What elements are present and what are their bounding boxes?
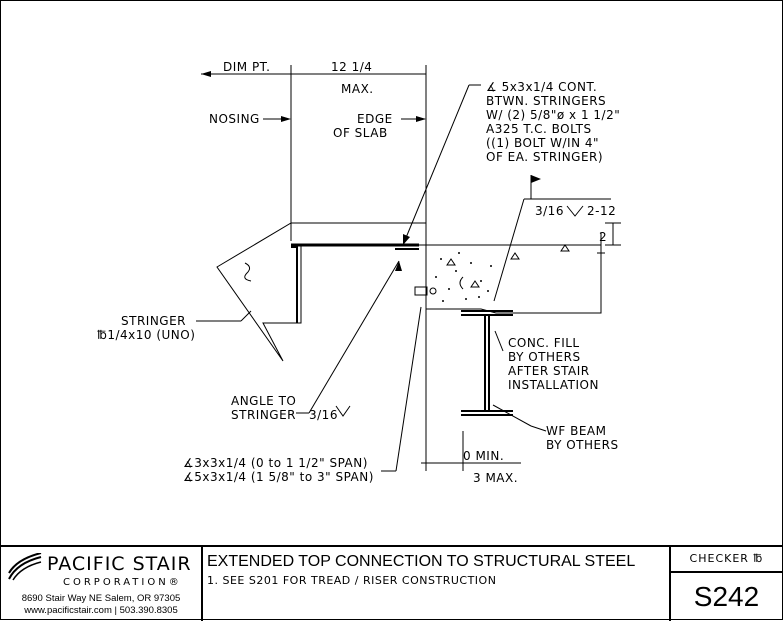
company-contact: www.pacificstair.com | 503.390.8305 bbox=[24, 605, 178, 616]
angle-note-line-6: OF EA. STRINGER) bbox=[486, 150, 603, 164]
company-logo-icon bbox=[8, 553, 42, 581]
checker-label: CHECKER ℔ bbox=[671, 547, 782, 573]
company-address: 8690 Stair Way NE Salem, OR 97305 bbox=[21, 593, 181, 604]
angle-note-line-5: ((1) BOLT W/IN 4" bbox=[486, 136, 599, 150]
wf-beam bbox=[461, 310, 513, 416]
label-of-slab: OF SLAB bbox=[333, 126, 388, 140]
label-wf-beam: WF BEAM bbox=[546, 424, 606, 438]
weld-size-top: 3/16 bbox=[535, 204, 564, 218]
label-dim-12: 12 1/4 bbox=[331, 60, 372, 74]
drawing-title: EXTENDED TOP CONNECTION TO STRUCTURAL ST… bbox=[207, 553, 636, 570]
conc-note-line-1: CONC. FILL bbox=[508, 336, 580, 350]
conc-note-line-4: INSTALLATION bbox=[508, 378, 599, 392]
angle-note-line-2: BTWN. STRINGERS bbox=[486, 94, 606, 108]
angle-span-small: ∡3x3x1/4 (0 to 1 1/2" SPAN) bbox=[183, 456, 368, 470]
label-wf-by-others: BY OTHERS bbox=[546, 438, 619, 452]
company-logo-cell: PACIFIC STAIR CORPORATION® 8690 Stair Wa… bbox=[1, 547, 203, 621]
label-max: MAX. bbox=[341, 82, 374, 96]
weld-length-top: 2-12 bbox=[587, 204, 616, 218]
label-angle-to-stringer: STRINGER bbox=[231, 408, 296, 422]
conc-note-line-3: AFTER STAIR bbox=[508, 364, 590, 378]
label-nosing: NOSING bbox=[209, 112, 260, 126]
label-min: 0 MIN. bbox=[463, 449, 504, 463]
angle-section bbox=[291, 246, 298, 323]
label-dim-point: DIM PT. bbox=[223, 60, 270, 74]
angle-note-line-4: A325 T.C. BOLTS bbox=[486, 122, 592, 136]
label-three-max: 3 MAX. bbox=[473, 471, 518, 485]
angle-span-large: ∡5x3x1/4 (1 5/8" to 3" SPAN) bbox=[183, 470, 374, 484]
company-corporation: CORPORATION® bbox=[63, 577, 182, 588]
conc-note-line-2: BY OTHERS bbox=[508, 350, 581, 364]
detail-drawing: DIM PT. 12 1/4 MAX. NOSING EDGE OF SLAB … bbox=[97, 60, 621, 485]
bolt bbox=[414, 286, 428, 296]
label-stringer: STRINGER bbox=[121, 314, 186, 328]
sheet-info-cell: CHECKER ℔ S242 bbox=[671, 547, 782, 621]
company-name: PACIFIC STAIR bbox=[47, 553, 192, 575]
label-stringer-size: ℔1/4x10 (UNO) bbox=[97, 328, 195, 342]
concrete-stipple bbox=[435, 244, 570, 302]
angle-note-line-1: ∡ 5x3x1/4 CONT. bbox=[486, 80, 597, 94]
label-angle-to: ANGLE TO bbox=[231, 394, 296, 408]
drawing-title-cell: EXTENDED TOP CONNECTION TO STRUCTURAL ST… bbox=[203, 547, 671, 621]
weld-size-angle: 3/16 bbox=[309, 408, 338, 422]
label-edge: EDGE bbox=[357, 112, 393, 126]
slab-depth-dim: 2 bbox=[599, 230, 607, 244]
title-block: PACIFIC STAIR CORPORATION® 8690 Stair Wa… bbox=[1, 545, 782, 621]
sheet-number: S242 bbox=[693, 581, 760, 612]
drawing-note: 1. SEE S201 FOR TREAD / RISER CONSTRUCTI… bbox=[207, 574, 497, 587]
angle-note-line-3: W/ (2) 5/8"ø x 1 1/2" bbox=[486, 108, 620, 122]
